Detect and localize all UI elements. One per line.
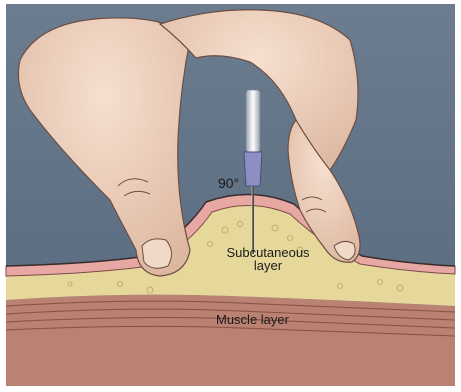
syringe-barrel bbox=[246, 90, 260, 152]
needle-hub bbox=[244, 152, 262, 186]
muscle-layer bbox=[6, 295, 455, 386]
angle-label: 90° bbox=[218, 176, 239, 190]
subcutaneous-label-line2: layer bbox=[218, 259, 318, 272]
muscle-label: Muscle layer bbox=[216, 313, 289, 326]
subcutaneous-label: Subcutaneous layer bbox=[218, 246, 318, 272]
